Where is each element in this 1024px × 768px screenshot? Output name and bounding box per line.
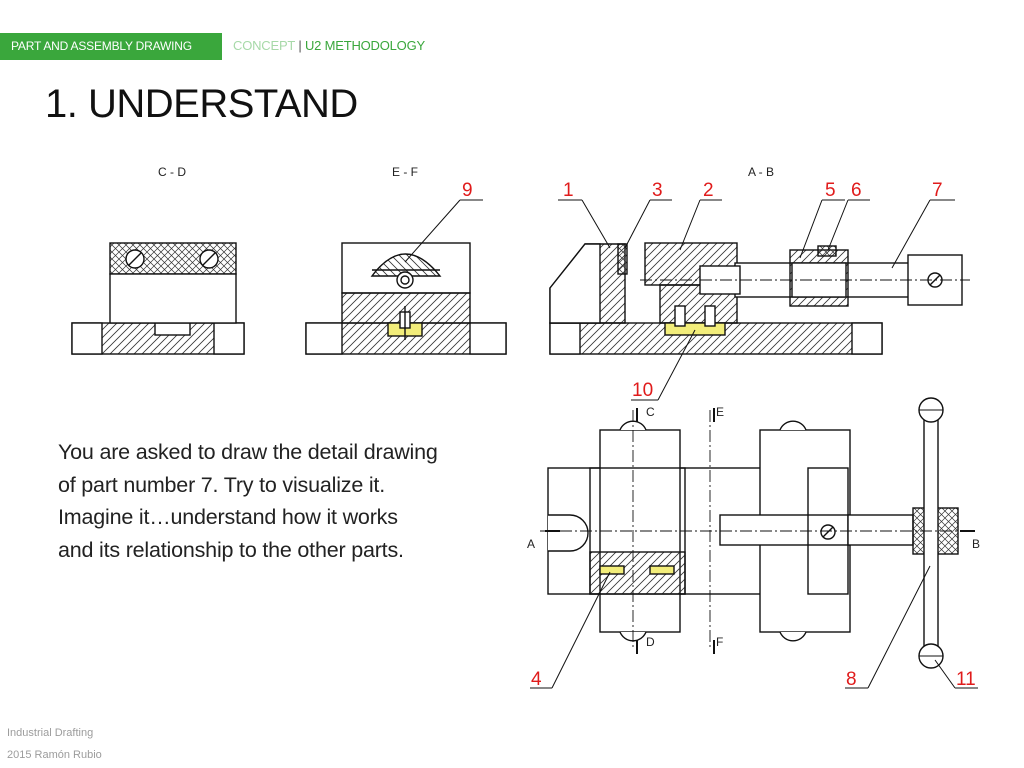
- cut-letter-a: A: [527, 537, 535, 551]
- cut-letter-f: F: [716, 635, 723, 649]
- breadcrumb-separator: |: [298, 38, 302, 53]
- section-label-ef: E - F: [392, 165, 418, 179]
- section-label-cd: C - D: [158, 165, 186, 179]
- section-label-ab: A - B: [748, 165, 774, 179]
- part-number-11: 11: [956, 669, 976, 690]
- instruction-text: You are asked to draw the detail drawing…: [58, 440, 438, 562]
- view-plan: [540, 397, 975, 669]
- view-ab: [549, 242, 970, 355]
- part-number-8: 8: [846, 669, 857, 690]
- part-number-6: 6: [851, 180, 862, 201]
- cut-letter-e: E: [716, 405, 724, 419]
- part-number-1: 1: [563, 180, 574, 201]
- part-number-5: 5: [825, 180, 836, 201]
- cut-letter-c: C: [646, 405, 655, 419]
- part-number-2: 2: [703, 180, 714, 201]
- breadcrumb-current: U2 METHODOLOGY: [304, 38, 425, 53]
- breadcrumb: CONCEPT | U2 METHODOLOGY: [233, 38, 425, 53]
- view-cd: [71, 242, 245, 355]
- page-title: 1. UNDERSTAND: [45, 82, 358, 126]
- part-number-4: 4: [531, 669, 542, 690]
- breadcrumb-concept: CONCEPT: [233, 38, 295, 53]
- part-number-10: 10: [632, 380, 653, 401]
- leader-lines: [404, 199, 978, 689]
- cut-letter-d: D: [646, 635, 655, 649]
- footer-course: Industrial Drafting: [7, 727, 94, 739]
- part-number-9: 9: [462, 180, 473, 201]
- footer-author: 2015 Ramón Rubio: [7, 749, 102, 761]
- view-ef: [305, 242, 507, 355]
- section-tag: PART AND ASSEMBLY DRAWING: [0, 33, 222, 60]
- part-number-3: 3: [652, 180, 663, 201]
- cut-letter-b: B: [972, 537, 980, 551]
- part-number-7: 7: [932, 180, 943, 201]
